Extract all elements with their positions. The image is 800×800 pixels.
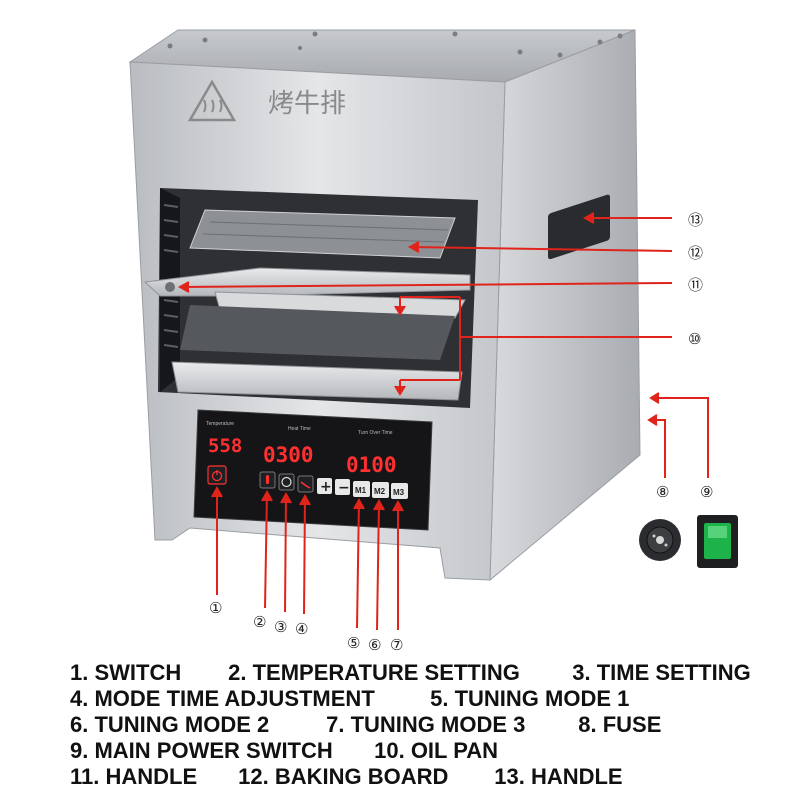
callout-numbers: ① ② ③ ④ ⑤ ⑥ ⑦ ⑧ ⑨ ⑩ ⑪ ⑫ ⑬ xyxy=(209,211,713,654)
front-handle xyxy=(143,267,471,297)
tuning-mode-3-button[interactable]: M3 xyxy=(391,483,408,499)
heat-warning-icon xyxy=(187,79,237,122)
callout-13: ⑬ xyxy=(688,211,703,229)
oven-body: 烤牛排 xyxy=(128,29,641,582)
legend-item-tuning-mode-3: 7. TUNING MODE 3 xyxy=(326,712,526,737)
callout-1: ① xyxy=(209,599,222,617)
fuse-icon xyxy=(639,519,681,561)
main-power-switch-icon xyxy=(697,515,738,568)
legend-row: 1. SWITCH 2. TEMPERATURE SETTING 3. TIME… xyxy=(70,660,790,686)
side-handle xyxy=(548,194,610,260)
baking-board xyxy=(189,209,456,259)
tuning-mode-1-button[interactable]: M1 xyxy=(353,481,370,497)
svg-text:+: + xyxy=(320,479,332,495)
legend-row: 9. MAIN POWER SWITCH 10. OIL PAN xyxy=(70,738,790,764)
callout-5: ⑤ xyxy=(347,634,360,652)
svg-text:M2: M2 xyxy=(374,487,386,496)
callout-7: ⑦ xyxy=(390,636,403,654)
legend-item-fuse: 8. FUSE xyxy=(578,712,662,737)
callout-9: ⑨ xyxy=(700,483,713,501)
legend-item-main-power-switch: 9. MAIN POWER SWITCH xyxy=(70,738,333,763)
legend-item-switch: 1. SWITCH xyxy=(70,660,182,685)
heat-time-label: Heat Time xyxy=(288,426,311,432)
svg-text:M1: M1 xyxy=(355,486,367,495)
svg-text:M3: M3 xyxy=(393,488,405,497)
top-screws xyxy=(167,31,623,58)
plus-button[interactable]: + xyxy=(317,478,332,495)
legend-item-baking-board: 12. BAKING BOARD xyxy=(238,764,449,789)
time-setting-button[interactable] xyxy=(278,473,295,491)
minus-button[interactable]: − xyxy=(335,479,350,496)
callout-2: ② xyxy=(253,613,266,631)
legend-item-mode-time-adjustment: 4. MODE TIME ADJUSTMENT xyxy=(70,686,375,711)
heat-time-display: 0300 xyxy=(263,443,314,467)
legend-row: 4. MODE TIME ADJUSTMENT 5. TUNING MODE 1 xyxy=(70,686,790,712)
brand-mark: 烤牛排 xyxy=(268,89,346,119)
callout-12: ⑫ xyxy=(688,244,703,262)
legend-item-time-setting: 3. TIME SETTING xyxy=(572,660,751,685)
legend-row: 11. HANDLE 12. BAKING BOARD 13. HANDLE xyxy=(70,764,790,790)
oven-cavity xyxy=(143,188,478,408)
callout-11: ⑪ xyxy=(688,276,703,294)
legend-row: 6. TUNING MODE 2 7. TUNING MODE 3 8. FUS… xyxy=(70,712,790,738)
turn-over-time-label: Turn Over Time xyxy=(358,430,393,436)
legend-item-handle-13: 13. HANDLE xyxy=(494,764,623,789)
control-panel: Temperature Heat Time Turn Over Time 558… xyxy=(193,409,433,531)
svg-text:−: − xyxy=(338,480,350,496)
panel-power-button[interactable] xyxy=(207,465,227,485)
callout-lines xyxy=(177,212,709,631)
legend-item-temperature-setting: 2. TEMPERATURE SETTING xyxy=(228,660,520,685)
callout-10: ⑩ xyxy=(688,330,701,348)
oil-pan-lower xyxy=(171,361,463,401)
legend-item-tuning-mode-2: 6. TUNING MODE 2 xyxy=(70,712,270,737)
legend-item-handle-11: 11. HANDLE xyxy=(70,764,198,789)
temperature-label: Temperature xyxy=(206,421,234,427)
tuning-mode-2-button[interactable]: M2 xyxy=(372,482,389,498)
oven-side-panel xyxy=(489,29,641,582)
callout-3: ③ xyxy=(274,618,287,636)
mode-time-adjustment-button[interactable] xyxy=(297,475,314,493)
legend-item-tuning-mode-1: 5. TUNING MODE 1 xyxy=(430,686,630,711)
callout-6: ⑥ xyxy=(368,636,381,654)
parts-legend: 1. SWITCH 2. TEMPERATURE SETTING 3. TIME… xyxy=(70,660,790,790)
turn-over-time-display: 0100 xyxy=(346,453,397,477)
temperature-display: 558 xyxy=(208,435,242,457)
temperature-setting-button[interactable] xyxy=(259,471,276,489)
callout-4: ④ xyxy=(295,620,308,638)
legend-item-oil-pan: 10. OIL PAN xyxy=(374,738,499,763)
callout-8: ⑧ xyxy=(656,483,669,501)
